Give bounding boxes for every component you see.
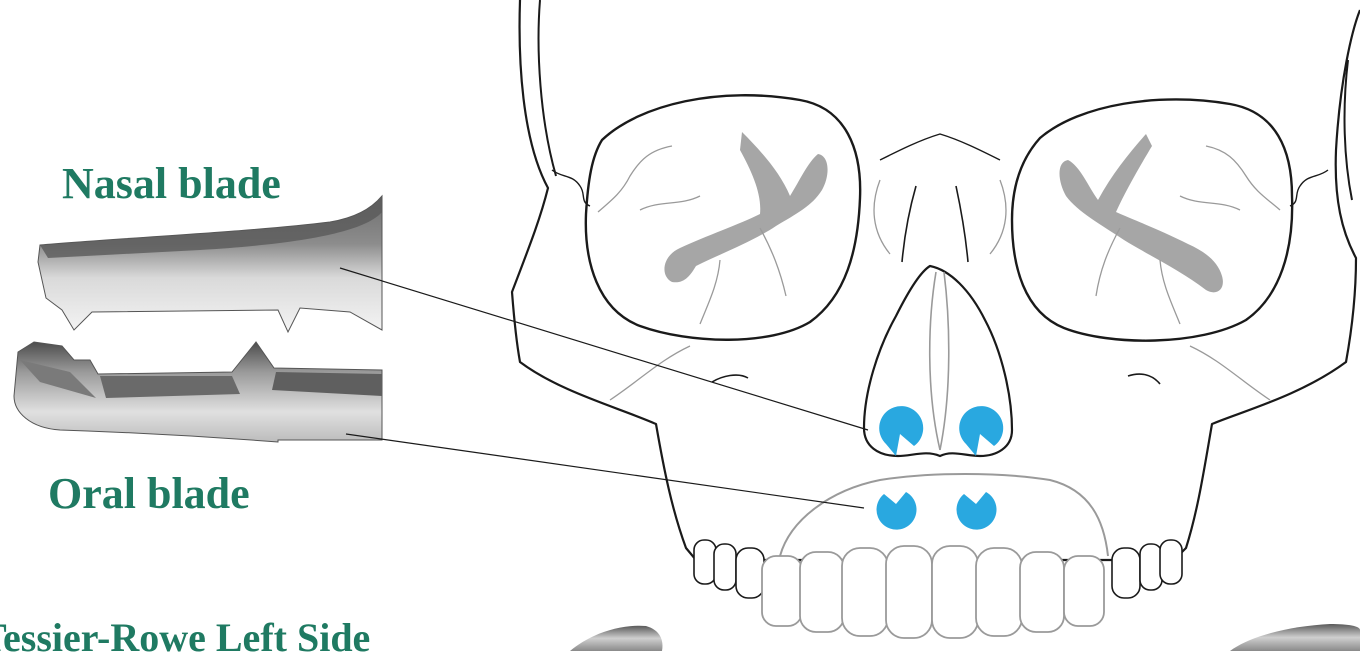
front-teeth <box>762 546 1104 638</box>
right-orbit <box>1012 99 1292 340</box>
forceps-caption: Tessier-Rowe Left Side <box>0 614 370 661</box>
nasal-blade-image <box>38 196 382 332</box>
oral-blade-label: Oral blade <box>48 468 250 519</box>
skull-illustration <box>512 0 1360 638</box>
left-orbit <box>586 95 860 340</box>
oral-blade-image <box>14 342 382 442</box>
left-handle-image <box>570 626 662 651</box>
nasal-blade-label: Nasal blade <box>62 158 281 209</box>
right-handle-image <box>1230 624 1360 651</box>
